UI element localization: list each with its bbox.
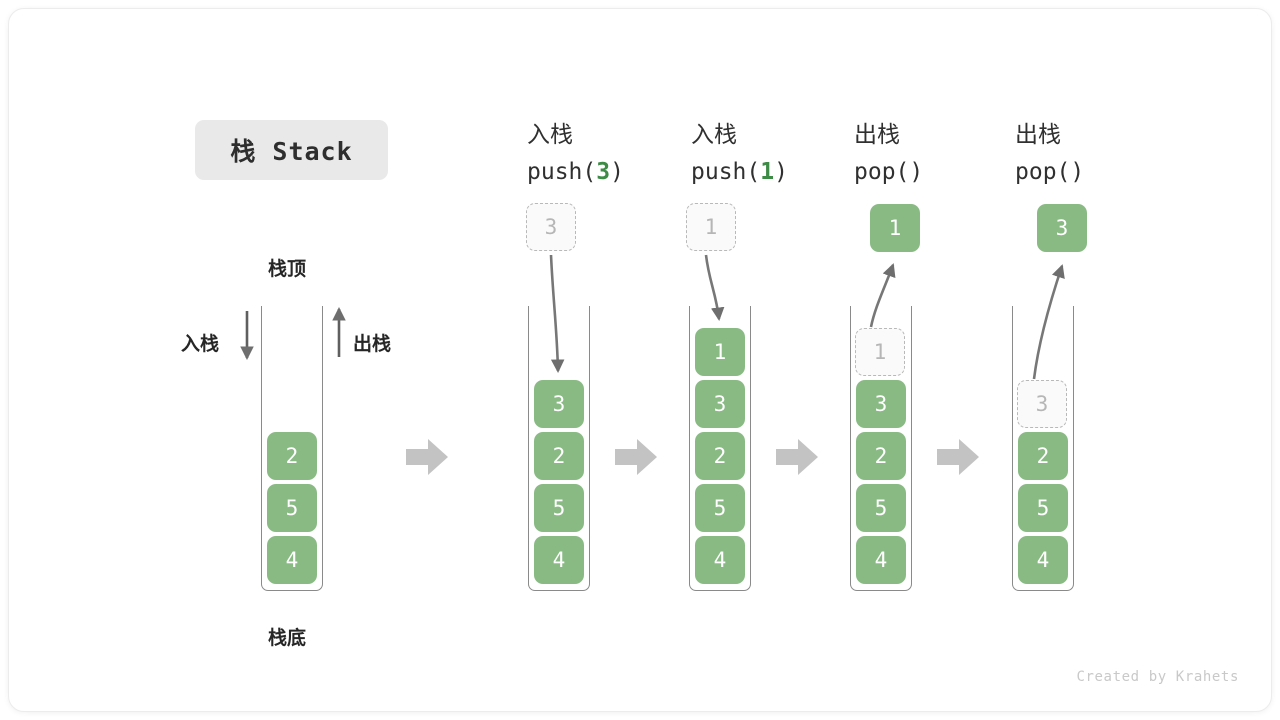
- step-heading-code: pop(): [1015, 153, 1084, 191]
- flow-arrow-icon: [615, 437, 657, 477]
- stack-cell: 2: [695, 432, 745, 480]
- flow-arrow-icon: [776, 437, 818, 477]
- floating-cell-popped: 1: [870, 204, 920, 252]
- step-heading-code: push(3): [527, 153, 624, 191]
- stack-container-push-1: [689, 306, 751, 591]
- credit-text: Created by Krahets: [1076, 669, 1239, 685]
- flow-arrow-icon: [937, 437, 979, 477]
- pop-direction-label: 出栈: [353, 334, 392, 355]
- stack-bottom-label: 栈底: [268, 628, 307, 649]
- stack-cell: 5: [856, 484, 906, 532]
- step-heading-cn: 入栈: [527, 121, 573, 147]
- stack-cell: 4: [267, 536, 317, 584]
- code-suffix: ): [1070, 159, 1085, 185]
- step-heading-push-3: 入栈 push(3): [527, 115, 624, 191]
- code-prefix: pop(: [1015, 159, 1071, 185]
- stack-container-initial: [261, 306, 323, 591]
- stack-cell: 4: [695, 536, 745, 584]
- stack-cell: 5: [695, 484, 745, 532]
- code-number: 3: [596, 159, 611, 185]
- stack-cell: 3: [534, 380, 584, 428]
- flow-arrow-icon: [406, 437, 448, 477]
- code-suffix: ): [909, 159, 924, 185]
- floating-cell-ghost: 3: [526, 203, 576, 251]
- stack-cell: 4: [1018, 536, 1068, 584]
- page-title: 栈 Stack: [195, 120, 388, 180]
- stack-container-push-3: [528, 306, 590, 591]
- stack-cell-ghost: 1: [855, 328, 905, 376]
- code-prefix: push(: [527, 159, 597, 185]
- step-heading-code: pop(): [854, 153, 923, 191]
- step-heading-pop-3: 出栈 pop(): [1015, 115, 1084, 191]
- step-heading-push-1: 入栈 push(1): [691, 115, 788, 191]
- stack-cell: 5: [534, 484, 584, 532]
- stack-cell: 3: [695, 380, 745, 428]
- stack-cell: 4: [856, 536, 906, 584]
- code-suffix: ): [774, 159, 788, 185]
- code-prefix: pop(: [854, 159, 910, 185]
- stack-cell: 5: [1018, 484, 1068, 532]
- step-heading-pop-1: 出栈 pop(): [854, 115, 923, 191]
- stack-cell: 2: [267, 432, 317, 480]
- stack-container-pop-3: [1012, 306, 1074, 591]
- stack-cell: 4: [534, 536, 584, 584]
- stack-top-label: 栈顶: [268, 259, 307, 280]
- floating-cell-popped: 3: [1037, 204, 1087, 252]
- step-heading-cn: 入栈: [691, 121, 737, 147]
- step-heading-code: push(1): [691, 153, 788, 191]
- push-direction-label: 入栈: [181, 334, 220, 355]
- stack-cell: 2: [856, 432, 906, 480]
- floating-cell-ghost: 1: [686, 203, 736, 251]
- diagram-card: 栈 Stack 栈顶 入栈 出栈 2 5 4 栈底 入栈 push(3) 3 3…: [8, 8, 1272, 712]
- stack-cell: 1: [695, 328, 745, 376]
- stack-cell: 2: [1018, 432, 1068, 480]
- stack-container-pop-1: [850, 306, 912, 591]
- code-number: 1: [760, 159, 775, 185]
- step-heading-cn: 出栈: [854, 121, 900, 147]
- stack-cell: 5: [267, 484, 317, 532]
- code-prefix: push(: [691, 159, 761, 185]
- stack-cell-ghost: 3: [1017, 380, 1067, 428]
- stack-cell: 3: [856, 380, 906, 428]
- code-suffix: ): [610, 159, 624, 185]
- step-heading-cn: 出栈: [1015, 121, 1061, 147]
- stack-cell: 2: [534, 432, 584, 480]
